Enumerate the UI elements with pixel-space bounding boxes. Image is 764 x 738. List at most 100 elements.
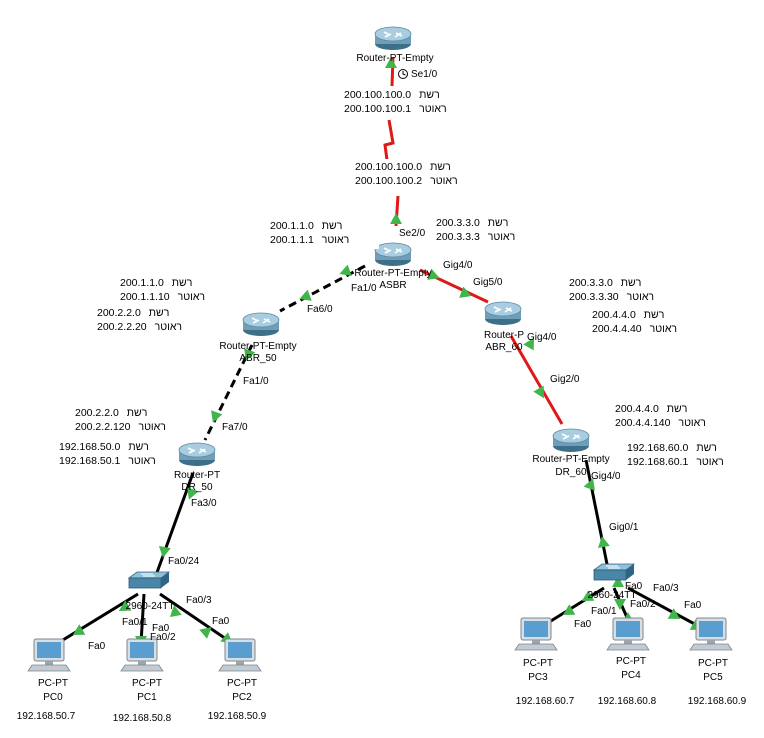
note-background	[56, 439, 168, 470]
pc-icon[interactable]	[218, 638, 262, 672]
note-tag: רשת	[127, 407, 148, 419]
note-ip: 200.1.1.1	[270, 234, 314, 246]
router-icon[interactable]	[242, 312, 280, 336]
note-tag: ראוטר	[488, 231, 515, 243]
note-ip: 200.2.2.0	[75, 407, 119, 419]
interface-label: Fa0	[574, 619, 592, 630]
port-status-indicator	[118, 600, 132, 611]
pc-icon[interactable]	[514, 617, 558, 651]
note-tag: ראוטר	[696, 456, 723, 468]
note-tag: ראוטר	[627, 291, 654, 303]
note-ip: 192.168.60.0	[627, 442, 688, 454]
interface-label: Gig4/0	[443, 260, 473, 271]
port-status-indicator	[385, 57, 397, 68]
link-sw_right-pc5[interactable]	[627, 586, 703, 630]
pc-icon[interactable]	[120, 638, 164, 672]
note-background	[341, 87, 453, 118]
port-status-indicator	[244, 348, 256, 361]
device-name: Router-PT-Empty	[354, 268, 431, 279]
interface-label: Gig4/0	[527, 332, 557, 343]
link-sw_left-pc2[interactable]	[159, 592, 233, 645]
device-subname: PC2	[232, 692, 252, 703]
router-icon[interactable]	[374, 26, 412, 50]
note-ip: 200.100.100.1	[344, 103, 411, 115]
link-r_dr60-sw_right[interactable]	[584, 459, 610, 570]
links-layer	[57, 56, 703, 645]
port-indicators-layer	[72, 57, 703, 647]
port-status-indicator	[597, 536, 610, 548]
router-icon[interactable]	[484, 301, 522, 325]
note-tag: ראוטר	[678, 417, 705, 429]
link-r_dr50-sw_left[interactable]	[153, 472, 195, 579]
clock-icon	[398, 69, 408, 79]
note-tag: ראוטר	[322, 234, 349, 246]
interface-label: Gig5/0	[473, 277, 503, 288]
interface-label: Fa0	[152, 623, 170, 634]
switch-icon[interactable]	[592, 563, 636, 581]
note-tag: ראוטר	[155, 321, 182, 333]
note-tag: רשת	[488, 217, 509, 229]
link-r_abr60-r_dr60[interactable]	[509, 335, 564, 425]
interface-label: Gig2/0	[550, 374, 580, 385]
note-ip: 200.2.2.20	[97, 321, 147, 333]
note-ip: 200.3.3.3	[436, 231, 480, 243]
note-tag: ראוטר	[138, 421, 165, 433]
link-r_abr50-r_dr50[interactable]	[203, 344, 254, 441]
note-ip: 200.1.1.0	[270, 220, 314, 232]
pc-ip-address: 192.168.60.7	[516, 696, 575, 707]
pc-icon[interactable]	[606, 617, 650, 651]
pc-ip-address: 192.168.60.9	[688, 696, 747, 707]
router-icon[interactable]	[552, 428, 590, 452]
note-ip: 200.2.2.120	[75, 421, 131, 433]
note-background	[589, 307, 701, 338]
port-status-indicator	[533, 385, 544, 399]
port-status-indicator	[72, 624, 86, 635]
interface-label: Fa1/0	[243, 376, 269, 387]
device-name: Router-PT-Empty	[532, 454, 609, 465]
port-status-indicator	[562, 604, 576, 615]
note-background	[72, 405, 184, 436]
device-subname: ASBR	[379, 280, 406, 291]
interface-label: Fa0	[212, 616, 230, 627]
port-status-indicator	[459, 286, 472, 298]
interface-label: Fa0/1	[591, 606, 617, 617]
note-tag: ראוטר	[430, 175, 457, 187]
pc-ip-address: 192.168.50.9	[208, 711, 267, 722]
port-status-indicator	[211, 410, 223, 423]
interface-label: Fa3/0	[191, 498, 217, 509]
port-status-indicator	[612, 576, 624, 587]
interface-label: Gig4/0	[591, 471, 621, 482]
pc-ip-address: 192.168.50.7	[17, 711, 76, 722]
note-ip: 200.4.4.0	[592, 309, 636, 321]
link-r_top-r_asbr[interactable]	[383, 56, 400, 227]
note-tag: רשת	[322, 220, 343, 232]
router-icon[interactable]	[374, 242, 412, 266]
note-ip: 200.4.4.40	[592, 323, 642, 335]
port-status-indicator	[581, 590, 595, 601]
pc-icon[interactable]	[27, 638, 71, 672]
router-icon[interactable]	[178, 442, 216, 466]
note-background	[566, 275, 678, 306]
labels-layer: Router-PT-EmptyRouter-PT-EmptyASBRRouter…	[17, 53, 747, 724]
port-status-indicator	[427, 268, 440, 280]
switch-icon[interactable]	[127, 571, 171, 589]
port-status-indicator	[169, 605, 182, 617]
device-subname: PC4	[621, 670, 641, 681]
port-status-indicator	[583, 478, 595, 491]
link-sw_right-pc3[interactable]	[545, 586, 605, 626]
device-name: 2960-24TT	[126, 601, 175, 612]
address-note: 200.2.2.0 רשת 200.2.2.120 ראוטר	[72, 405, 184, 436]
pc-icon[interactable]	[689, 617, 733, 651]
note-ip: 200.100.100.2	[355, 175, 422, 187]
note-ip: 192.168.60.1	[627, 456, 688, 468]
note-ip: 192.168.50.0	[59, 441, 120, 453]
interface-label: Fa0	[684, 600, 702, 611]
link-sw_left-pc1[interactable]	[139, 593, 146, 644]
